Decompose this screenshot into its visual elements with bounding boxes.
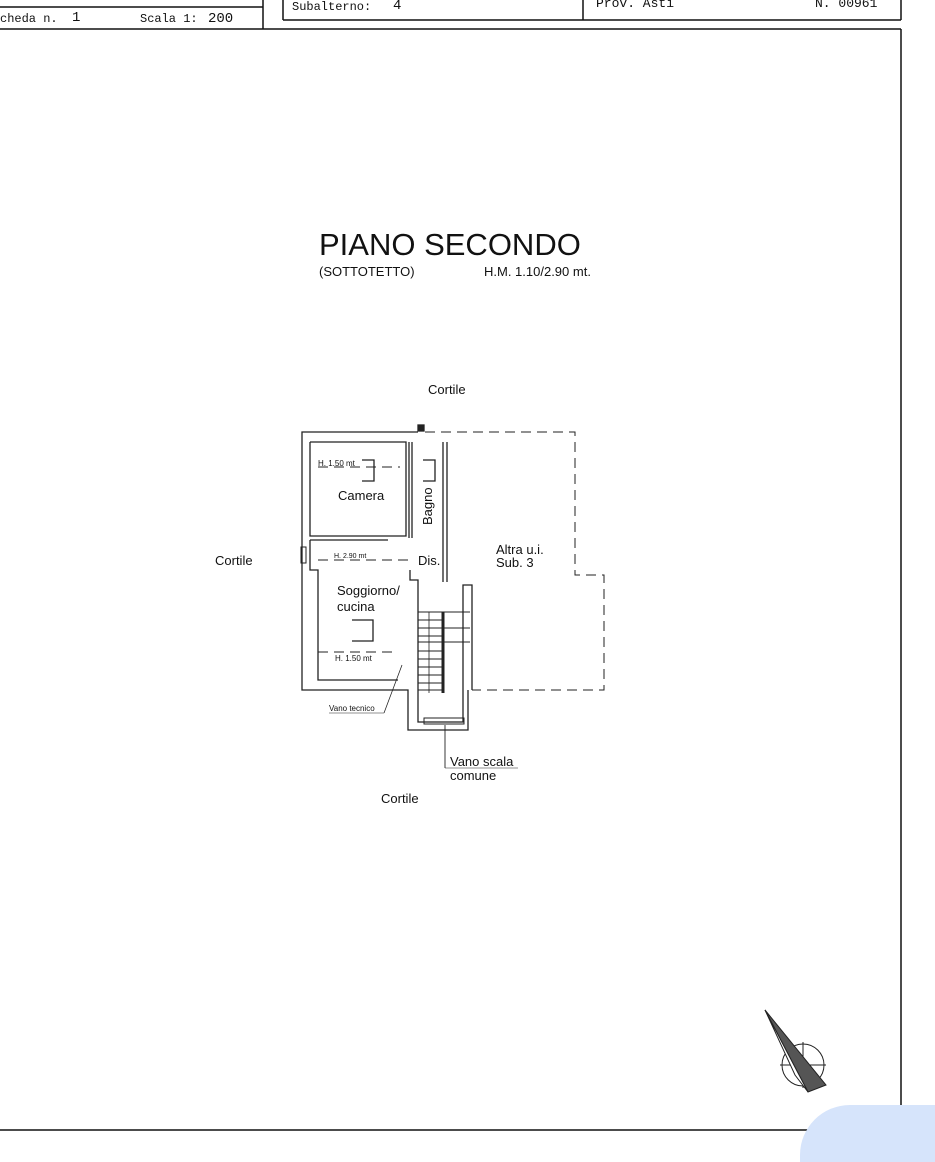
floor-plan [300,424,605,769]
subalterno-value: 4 [393,0,401,14]
cortile-top: Cortile [428,382,466,397]
north-arrow-icon [764,1009,827,1093]
altra-sub: Sub. 3 [496,555,534,570]
height-label-camera: H. 1.50 mt [318,459,356,468]
subalterno-label: Subalterno: [292,0,371,14]
height-label-disimpegno: H. 2.90 mt [334,553,366,560]
scheda-value: 1 [72,10,80,26]
altra-ui: Altra u.i. [496,542,544,557]
height-label-soggiorno: H. 1.50 mt [335,654,373,663]
floating-action-overlay [800,1105,935,1162]
room-dis: Dis. [418,553,440,568]
scala-label: Scala 1: [140,12,198,26]
scheda-label: cheda n. [0,12,58,26]
plan-title: PIANO SECONDO [319,227,581,262]
provincia: Prov. Asti [596,0,674,11]
room-soggiorno: Soggiorno/ [337,583,400,598]
room-bagno: Bagno [420,487,435,525]
room-camera: Camera [338,488,385,503]
header-frame [0,0,935,1131]
numero-pratica: N. 00961 [815,0,878,11]
vano-tecnico-label: Vano tecnico [329,704,375,713]
scala-value: 200 [208,11,233,27]
plan-subtitle: (SOTTOTETTO) [319,264,415,279]
vano-scala-comune-label: comune [450,768,496,783]
cortile-bottom: Cortile [381,791,419,806]
vano-scala-label: Vano scala [450,754,514,769]
cortile-left: Cortile [215,553,253,568]
height-note: H.M. 1.10/2.90 mt. [484,264,591,279]
room-cucina: cucina [337,599,375,614]
staircase [418,611,470,691]
